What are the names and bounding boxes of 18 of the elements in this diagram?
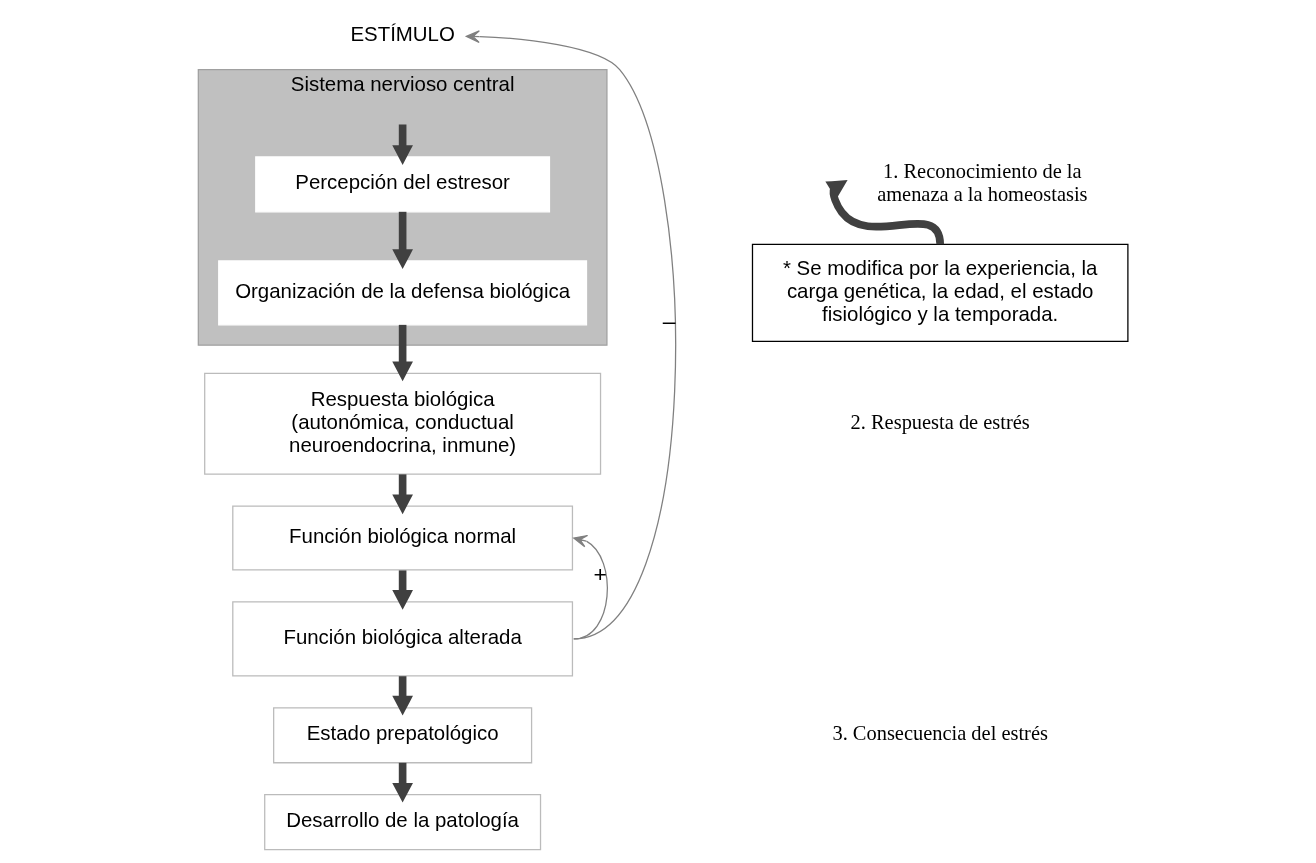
node-box: Función biológica normal [232, 505, 574, 571]
arrow [465, 30, 676, 640]
edge-label: – [662, 308, 676, 335]
node-box: Respuesta biológica (autonómica, conductual neuroendocrina, inmune) [204, 372, 602, 475]
arrow [392, 324, 413, 382]
node-box: Organización de la defensa biológica [218, 260, 588, 326]
node-box: Estado prepatológico [273, 707, 533, 764]
node-box: Desarrollo de la patología [264, 794, 542, 851]
node-text: 1. Reconocimiento de la amenaza a la homeostasis [877, 159, 1088, 205]
arrow [392, 211, 413, 270]
node-box: * Se modifica por la experiencia, la carga genética, la edad, el estado fisiológico y la temporada. [751, 243, 1129, 343]
edge-label: + [593, 560, 608, 587]
node-box: Percepción del estresor [255, 156, 551, 213]
label: 3. Consecuencia del estrés [832, 722, 1048, 745]
arrow [573, 534, 608, 640]
node-box: Función biológica alterada [232, 601, 574, 677]
label: 2. Respuesta de estrés [850, 410, 1030, 433]
node-text: ESTÍMULO [350, 23, 455, 46]
